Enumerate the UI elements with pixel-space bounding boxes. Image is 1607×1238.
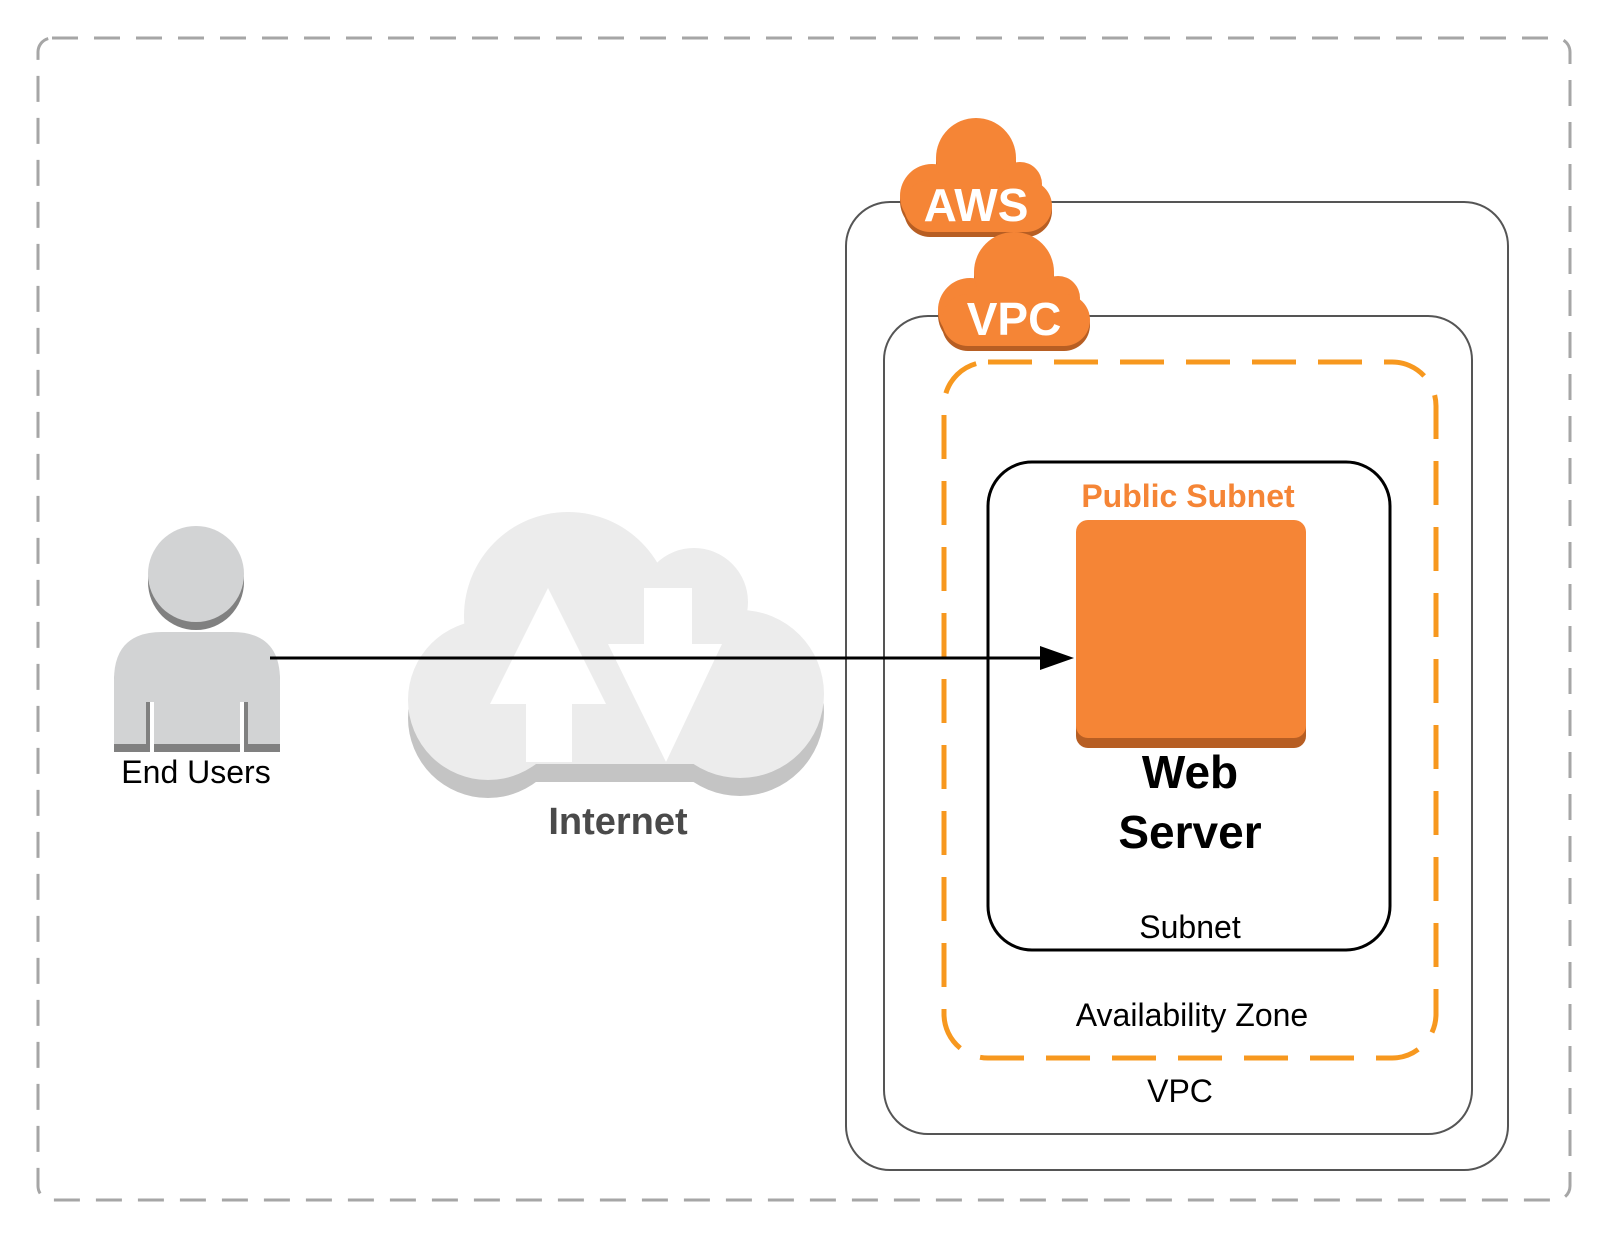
person-icon: [114, 526, 280, 752]
download-arrow-icon: [608, 588, 722, 762]
aws-cloud-badge-icon: [900, 118, 1052, 237]
vpc-badge-label: VPC: [967, 293, 1062, 345]
vpc-label: VPC: [1147, 1073, 1213, 1109]
upload-arrow-icon: [490, 588, 606, 762]
subnet-label: Subnet: [1139, 909, 1241, 945]
vpc-cloud-badge-icon: [938, 232, 1090, 351]
aws-badge-label: AWS: [924, 179, 1029, 231]
web-server-label-line2: Server: [1118, 806, 1261, 858]
ec2-instance-icon: [1076, 520, 1306, 748]
internet-cloud-icon: [408, 512, 824, 798]
end-users-label: End Users: [121, 754, 270, 790]
availability-zone-label: Availability Zone: [1076, 997, 1308, 1033]
web-server-label-line1: Web: [1142, 746, 1238, 798]
public-subnet-label: Public Subnet: [1081, 478, 1295, 514]
connection-arrowhead: [1040, 646, 1074, 670]
availability-zone-boundary: [941, 359, 1439, 1061]
internet-label: Internet: [548, 801, 688, 843]
